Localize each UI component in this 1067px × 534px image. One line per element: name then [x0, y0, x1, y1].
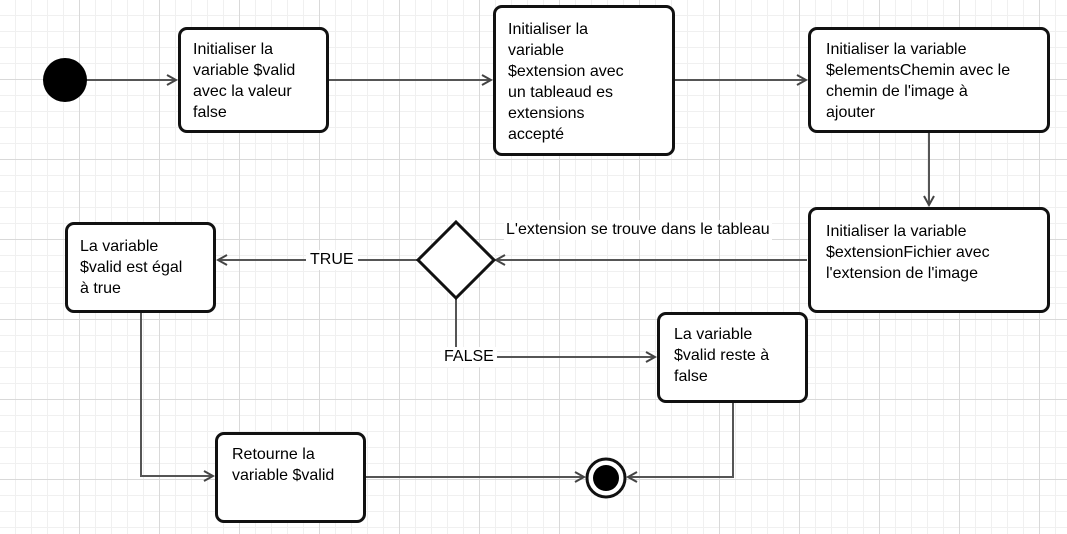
label-true: TRUE	[306, 250, 358, 270]
label-false: FALSE	[441, 347, 497, 367]
node-init-valid[interactable]: Initialiser la variable $valid avec la v…	[178, 27, 329, 133]
edge-valid-true-to-return	[140, 313, 213, 476]
node-valid-false[interactable]: La variable $valid reste à false	[657, 312, 808, 403]
node-valid-true[interactable]: La variable $valid est égal à true	[65, 222, 216, 313]
node-init-elements-chemin[interactable]: Initialiser la variable $elementsChemin …	[808, 27, 1050, 133]
initial-node	[43, 58, 87, 102]
node-return-valid[interactable]: Retourne la variable $valid	[215, 432, 366, 523]
node-init-extension[interactable]: Initialiser la variable $extension avec …	[493, 5, 675, 156]
node-init-extension-fichier[interactable]: Initialiser la variable $extensionFichie…	[808, 207, 1050, 313]
label-condition: L'extension se trouve dans le tableau	[504, 220, 772, 240]
final-node	[585, 457, 627, 499]
edge-valid-false-to-end	[628, 403, 734, 477]
decision-node	[415, 219, 497, 301]
